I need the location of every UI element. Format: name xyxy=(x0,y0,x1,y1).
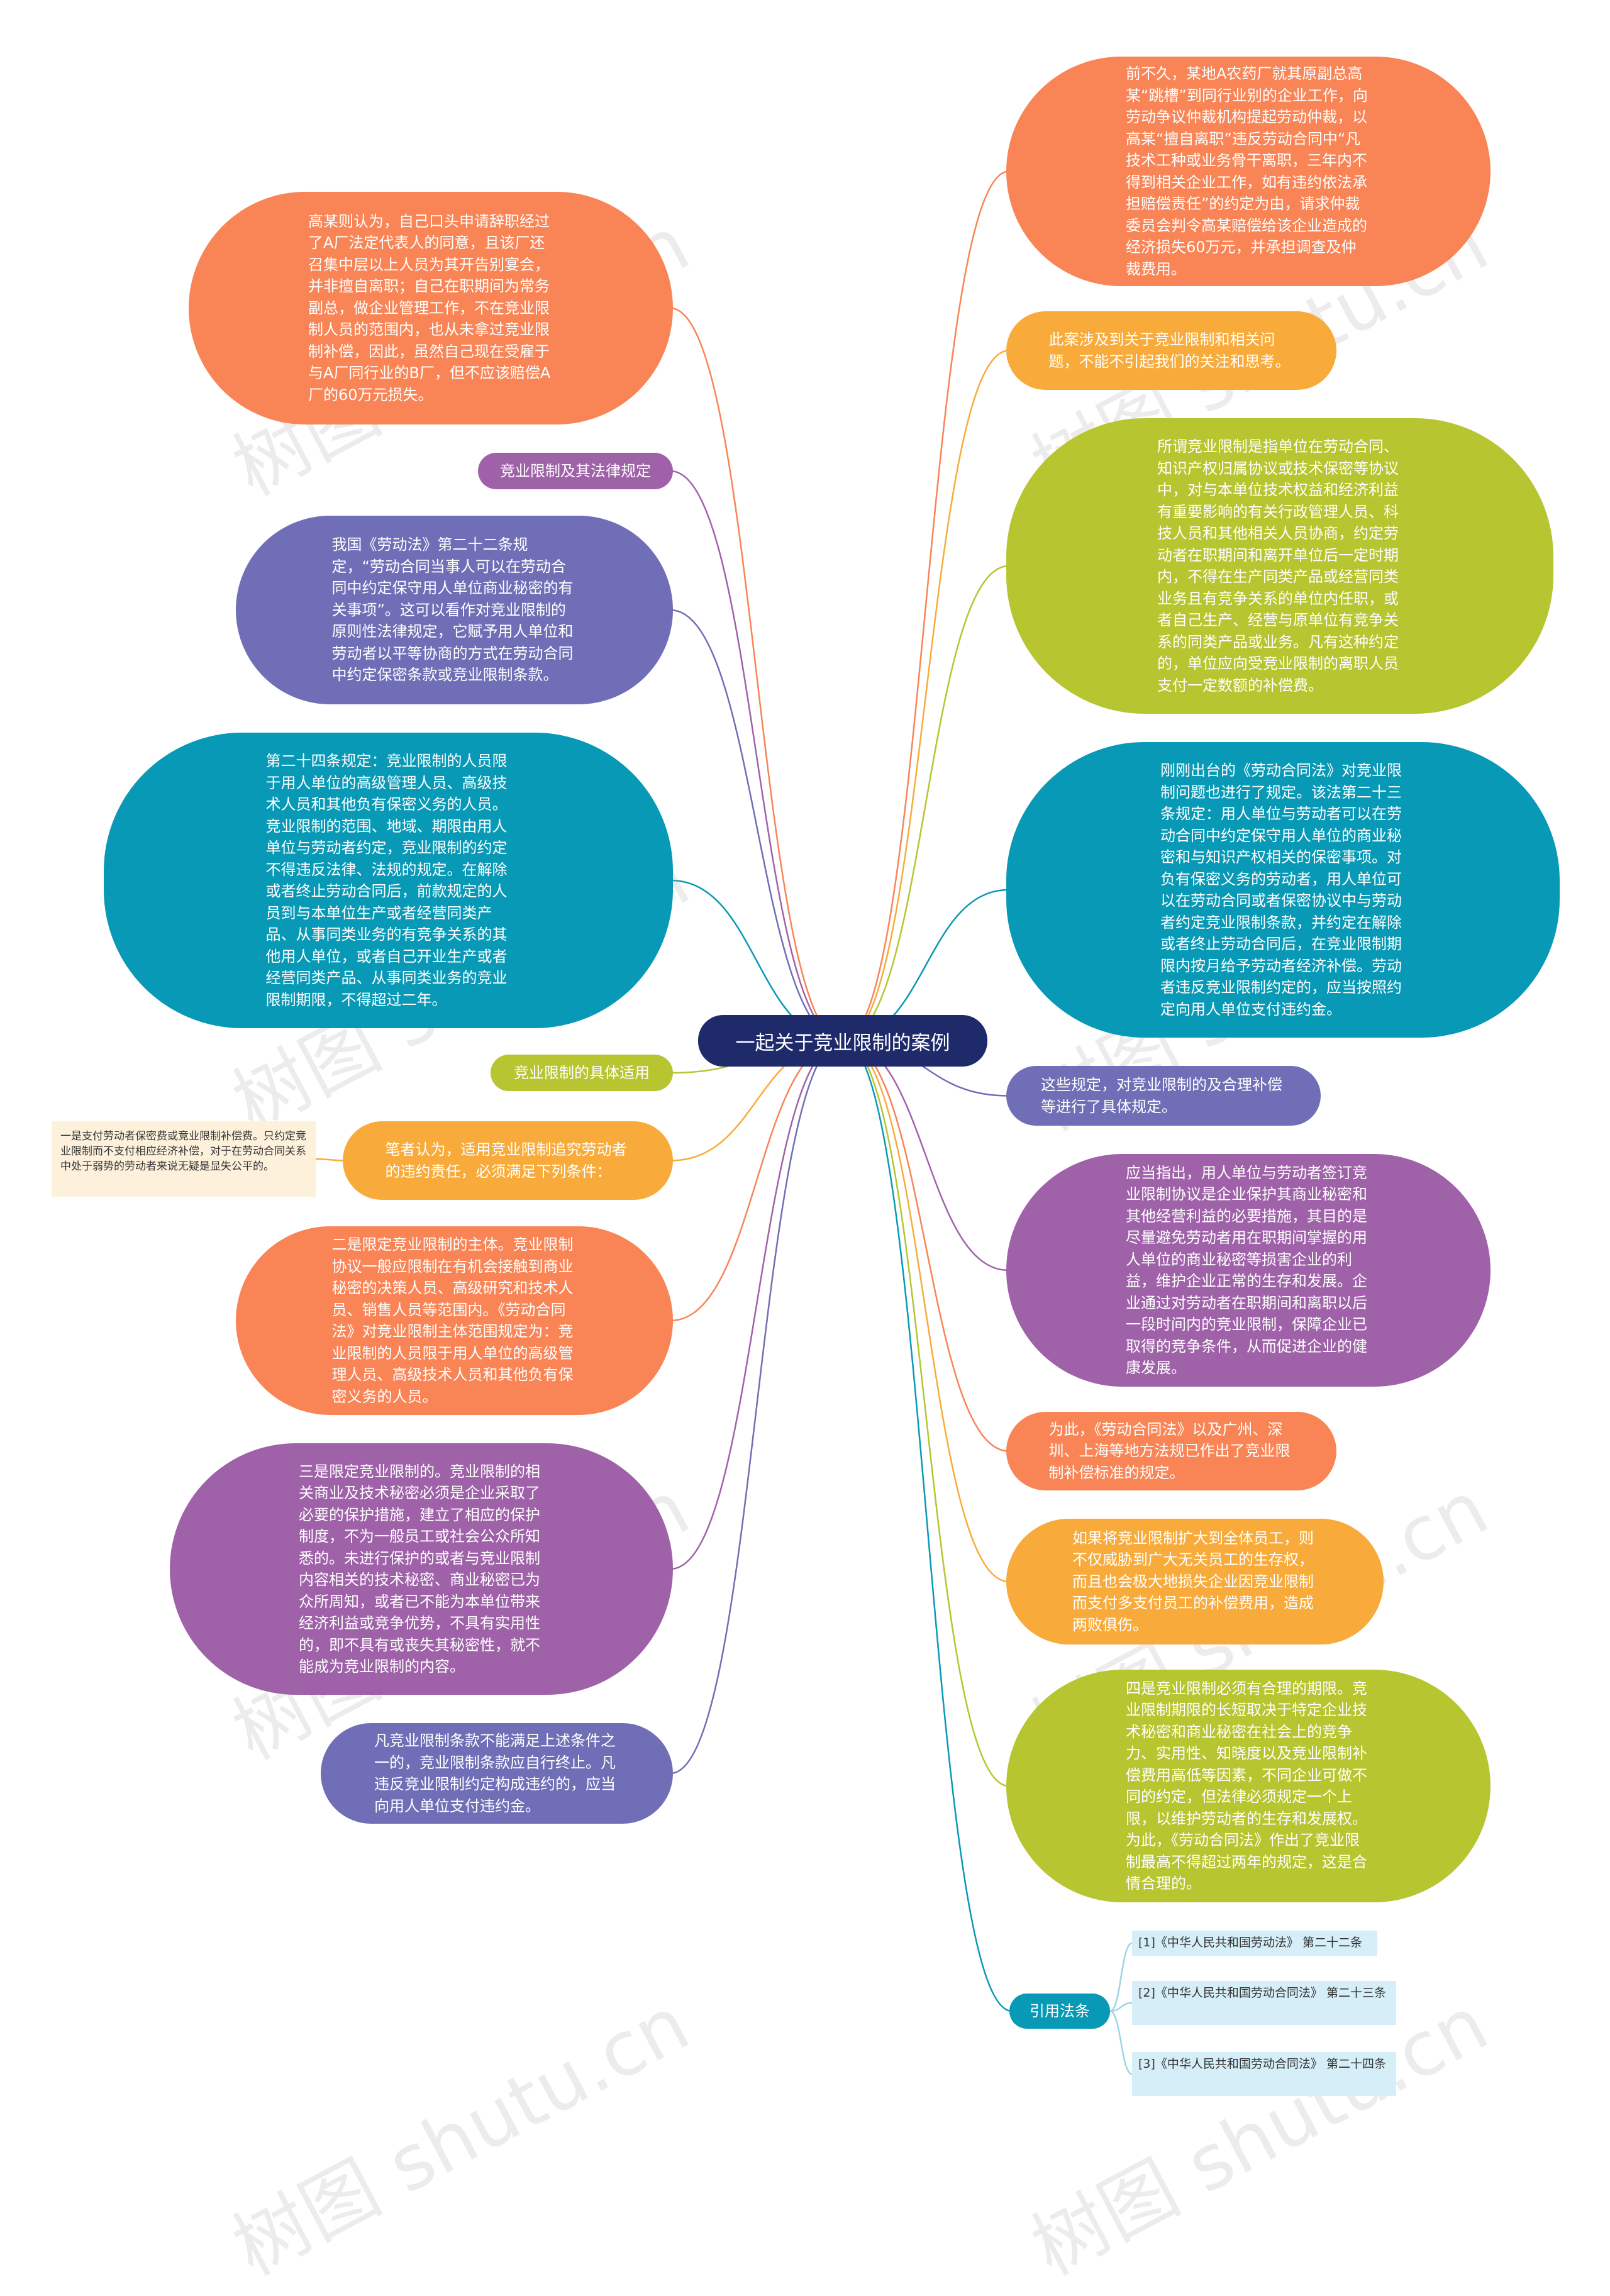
topic-labor-contract-law[interactable]: 刚刚出台的《劳动合同法》对竞业限制问题也进行了规定。该法第二十三条规定：用人单位… xyxy=(1006,742,1560,1038)
topic-text: 这些规定，对竞业限制的及合理补偿等进行了具体规定。 xyxy=(1041,1076,1282,1116)
connector-ref1 xyxy=(1109,1942,1133,2012)
connector-note xyxy=(315,1158,346,1162)
topic-purpose[interactable]: 应当指出，用人单位与劳动者签订竞业限制协议是企业保护其商业秘密和其他经营利益的必… xyxy=(1006,1154,1491,1387)
root-topic-label: 一起关于竞业限制的案例 xyxy=(735,1031,950,1055)
topic-text: 前不久，某地A农药厂就其原副总高某“跳槽”到同行业别的企业工作，向劳动争议仲裁机… xyxy=(1126,65,1368,278)
connector-r3 xyxy=(842,565,1009,1042)
topic-art24[interactable]: 第二十四条规定：竞业限制的人员限于用人单位的高级管理人员、高级技术人员和其他负有… xyxy=(104,733,673,1028)
topic-compensation-standard[interactable]: 为此，《劳动合同法》以及广州、深圳、上海等地方法规已作出了竞业限制补偿标准的规定… xyxy=(1006,1412,1336,1490)
topic-termination[interactable]: 凡竞业限制条款不能满足上述条件之一的，竞业限制条款应自行终止。凡违反竞业限制约定… xyxy=(321,1723,673,1824)
topic-legal-provisions[interactable]: 竞业限制及其法律规定 xyxy=(478,453,673,489)
topic-text: 所谓竞业限制是指单位在劳动合同、知识产权归属协议或技术保密等协议中，对与本单位技… xyxy=(1157,438,1399,694)
connector-ref2 xyxy=(1109,2002,1133,2012)
topic-case-relevance[interactable]: 此案涉及到关于竞业限制和相关问题，不能不引起我们的关注和思考。 xyxy=(1006,311,1336,390)
topic-text: 如果将竞业限制扩大到全体员工，则不仅威胁到广大无关员工的生存权，而且也会极大地损… xyxy=(1072,1529,1314,1634)
root-topic[interactable]: 一起关于竞业限制的案例 xyxy=(698,1015,987,1067)
topic-text: 竞业限制及其法律规定 xyxy=(500,462,651,480)
topic-reasonable-term[interactable]: 四是竞业限制必须有合理的期限。竞业限制期限的长短取决于特定企业技术秘密和商业秘密… xyxy=(1006,1670,1491,1902)
topic-text: 凡竞业限制条款不能满足上述条件之一的，竞业限制条款应自行终止。凡违反竞业限制约定… xyxy=(374,1732,616,1815)
cited-law-item[interactable]: [3]《中华人民共和国劳动合同法》 第二十四条 xyxy=(1132,2052,1396,2096)
topic-case-summary[interactable]: 前不久，某地A农药厂就其原副总高某“跳槽”到同行业别的企业工作，向劳动争议仲裁机… xyxy=(1006,57,1491,286)
connector-r9 xyxy=(842,1040,1009,1787)
topic-text: 三是限定竞业限制的。竞业限制的相关商业及技术秘密必须是企业采取了必要的保护措施，… xyxy=(299,1462,540,1676)
cited-law-item[interactable]: [2]《中华人民共和国劳动合同法》 第二十三条 xyxy=(1132,1981,1396,2025)
topic-text: 我国《劳动法》第二十二条规定，“劳动合同当事人可以在劳动合同中约定保守用人单位商… xyxy=(331,536,574,684)
connector-r1 xyxy=(842,170,1009,1042)
connector-r8 xyxy=(842,1040,1009,1583)
topic-gao-argument[interactable]: 高某则认为，自己口头申请辞职经过了A厂法定代表人的同意，且该厂还召集中层以上人员… xyxy=(189,192,673,424)
topic-cited-laws[interactable]: 引用法条 xyxy=(1009,1994,1110,2029)
topic-text: 四是竞业限制必须有合理的期限。竞业限制期限的长短取决于特定企业技术秘密和商业秘密… xyxy=(1126,1679,1367,1893)
topic-conditions[interactable]: 笔者认为，适用竞业限制追究劳动者的违约责任，必须满足下列条件： xyxy=(343,1121,673,1200)
cited-law-item[interactable]: [1]《中华人民共和国劳动法》 第二十二条 xyxy=(1132,1931,1377,1956)
connector-r10 xyxy=(842,1040,1013,2012)
topic-text: 引用法条 xyxy=(1030,2002,1090,2020)
topic-text: 二是限定竞业限制的主体。竞业限制协议一般应限制在有机会接触到商业秘密的决策人员、… xyxy=(331,1236,574,1406)
topic-text: 此案涉及到关于竞业限制和相关问题，不能不引起我们的关注和思考。 xyxy=(1048,331,1291,370)
topic-scope-warning[interactable]: 如果将竞业限制扩大到全体员工，则不仅威胁到广大无关员工的生存权，而且也会极大地损… xyxy=(1006,1519,1384,1644)
topic-definition[interactable]: 所谓竞业限制是指单位在劳动合同、知识产权归属协议或技术保密等协议中，对与本单位技… xyxy=(1006,418,1553,714)
topic-text: 竞业限制的具体适用 xyxy=(514,1063,650,1082)
topic-text: 为此，《劳动合同法》以及广州、深圳、上海等地方法规已作出了竞业限制补偿标准的规定… xyxy=(1048,1420,1291,1482)
connector-r2 xyxy=(842,350,1009,1042)
topic-text: 应当指出，用人单位与劳动者签订竞业限制协议是企业保护其商业秘密和其他经营利益的必… xyxy=(1126,1163,1367,1377)
connector-l7 xyxy=(670,1040,843,1322)
topic-application[interactable]: 竞业限制的具体适用 xyxy=(491,1055,673,1091)
connector-l2 xyxy=(670,470,843,1042)
connector-l9 xyxy=(670,1040,843,1775)
topic-provisions-summary[interactable]: 这些规定，对竞业限制的及合理补偿等进行了具体规定。 xyxy=(1006,1066,1321,1126)
connector-l1 xyxy=(670,307,843,1042)
topic-secret-limit[interactable]: 三是限定竞业限制的。竞业限制的相关商业及技术秘密必须是企业采取了必要的保护措施，… xyxy=(170,1443,673,1695)
connector-l8 xyxy=(670,1040,843,1570)
topic-text: 高某则认为，自己口头申请辞职经过了A厂法定代表人的同意，且该厂还召集中层以上人员… xyxy=(308,212,551,404)
topic-text: 刚刚出台的《劳动合同法》对竞业限制问题也进行了规定。该法第二十三条规定：用人单位… xyxy=(1160,762,1402,1018)
topic-text: 笔者认为，适用竞业限制追究劳动者的违约责任，必须满足下列条件： xyxy=(385,1141,627,1180)
topic-subject-limit[interactable]: 二是限定竞业限制的主体。竞业限制协议一般应限制在有机会接触到商业秘密的决策人员、… xyxy=(236,1226,673,1415)
connector-ref3 xyxy=(1109,2010,1133,2075)
topic-text: 第二十四条规定：竞业限制的人员限于用人单位的高级管理人员、高级技术人员和其他负有… xyxy=(265,752,508,1009)
note-compensation: 一是支付劳动者保密费或竞业限制补偿费。只约定竞业限制而不支付相应经济补偿，对于在… xyxy=(52,1121,316,1197)
topic-labor-law-art22[interactable]: 我国《劳动法》第二十二条规定，“劳动合同当事人可以在劳动合同中约定保守用人单位商… xyxy=(236,516,673,704)
connector-r7 xyxy=(842,1040,1009,1452)
